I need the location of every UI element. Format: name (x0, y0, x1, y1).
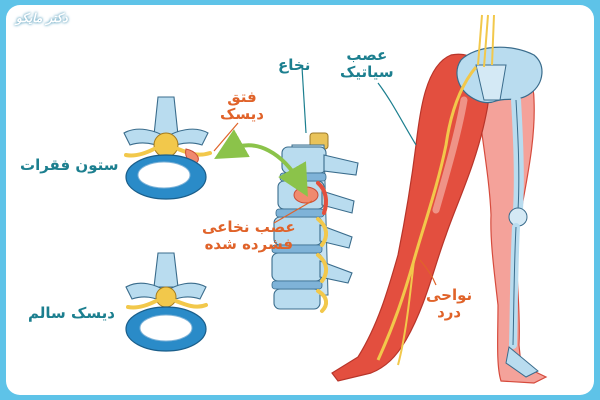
leg-illustration (331, 14, 548, 384)
label-sciatic-nerve-line1: عصب (346, 46, 388, 64)
sciatic-nerve (376, 66, 478, 361)
label-disc-herniation-line2: دیسک (220, 105, 264, 124)
label-disc-herniation-line1: فتق (227, 88, 257, 106)
sacrum-bone (475, 64, 507, 101)
herniated-vertebra-top-view (123, 96, 212, 200)
left-leg (331, 53, 490, 382)
label-disc-herniation: فتق دیسک (220, 88, 264, 124)
comparison-arrow (214, 129, 308, 197)
label-healthy-disc: دیسک سالم (28, 304, 115, 322)
label-compressed-nerve-line2: فشرده شده (204, 235, 294, 254)
healthy-vertebra-top-view (125, 252, 208, 352)
label-pain-areas-line2: درد (437, 303, 462, 322)
label-spinal-cord: نخاع (278, 56, 311, 74)
label-pain-areas-line1: نواحی (426, 286, 473, 304)
diagram-card: دکتر مایکو نخاع عصب سیاتیک فتق دیسک ستون… (6, 5, 594, 395)
label-sciatic-nerve: عصب سیاتیک (340, 46, 394, 82)
right-foot-bones (505, 346, 539, 378)
illustration (123, 14, 548, 384)
label-pain-areas: نواحی درد (426, 286, 473, 322)
label-compressed-nerve-line1: عصب نخاعی (202, 218, 296, 236)
label-sciatic-nerve-line2: سیاتیک (340, 63, 394, 82)
label-vertebral-column: ستون فقرات (20, 156, 119, 174)
watermark: دکتر مایکو (16, 11, 68, 25)
label-compressed-nerve: عصب نخاعی فشرده شده (202, 218, 296, 254)
right-knee (508, 207, 528, 227)
